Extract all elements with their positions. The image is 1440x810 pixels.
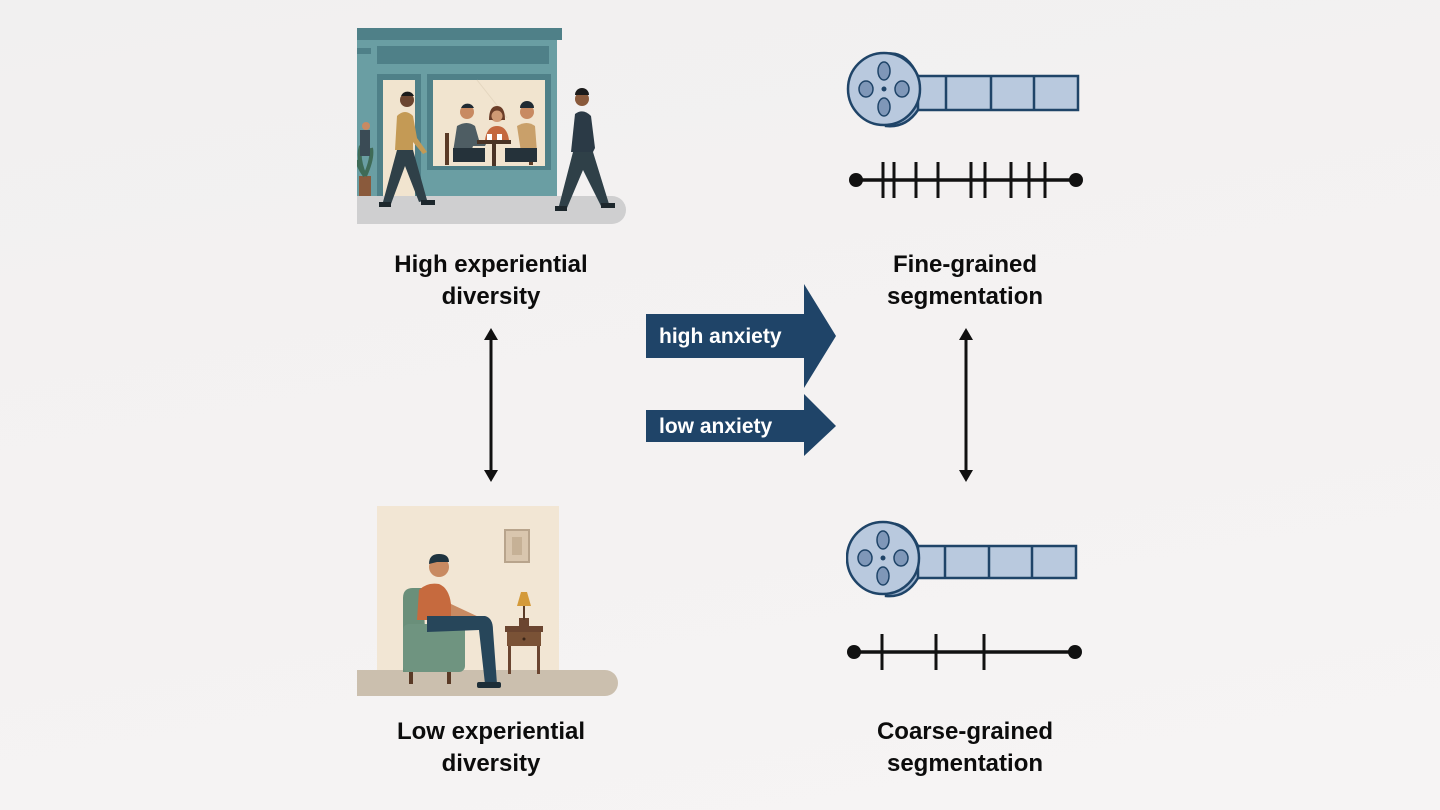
- side-table-lamp: [505, 592, 543, 674]
- walking-person-left: [379, 91, 435, 207]
- arrowhead-up-icon: [959, 328, 973, 340]
- timeline-end-dot: [1068, 645, 1082, 659]
- seated-person: [417, 554, 501, 688]
- low-anxiety-text: low anxiety: [659, 415, 773, 438]
- arrowhead-down-icon: [959, 470, 973, 482]
- high-diversity-label-line1: High experiential: [394, 251, 588, 278]
- plant-and-bystander: [357, 122, 374, 196]
- high-diversity-illustration: [357, 28, 626, 224]
- fine-timeline: [849, 162, 1083, 198]
- fine-grained-label: Fine-grained segmentation: [845, 249, 1085, 313]
- walking-person-right: [555, 88, 615, 211]
- low-diversity-label-line2: diversity: [441, 750, 541, 777]
- sidewalk: [357, 196, 626, 224]
- fine-grained-label-line1: Fine-grained: [892, 251, 1037, 278]
- high-anxiety-text: high anxiety: [659, 325, 782, 348]
- high-anxiety-arrow: high anxiety: [646, 284, 836, 388]
- high-diversity-label-line2: diversity: [441, 283, 541, 310]
- arrowhead-down-icon: [484, 470, 498, 482]
- cafe-people: [445, 101, 537, 166]
- high-diversity-label: High experiential diversity: [371, 249, 611, 313]
- coarse-grained-label: Coarse-grained segmentation: [845, 716, 1085, 780]
- coarse-grained-label-line2: segmentation: [886, 750, 1044, 777]
- film-reel-bottom: [846, 520, 1078, 598]
- low-diversity-illustration: [357, 506, 618, 696]
- fine-grained-label-line2: segmentation: [886, 283, 1044, 310]
- timeline-start-dot: [849, 173, 863, 187]
- low-diversity-label: Low experiential diversity: [371, 716, 611, 780]
- film-reel-icon: [846, 51, 1080, 128]
- wall-picture-frame: [504, 529, 530, 563]
- film-reel-icon: [846, 520, 1078, 598]
- right-double-arrow: [959, 328, 973, 482]
- arrowhead-up-icon: [484, 328, 498, 340]
- low-diversity-label-line1: Low experiential: [396, 718, 586, 745]
- left-double-arrow: [484, 328, 498, 482]
- timeline-start-dot: [847, 645, 861, 659]
- low-anxiety-arrow: low anxiety: [646, 394, 836, 456]
- coarse-timeline: [847, 634, 1082, 670]
- coarse-grained-label-line1: Coarse-grained: [876, 718, 1054, 745]
- timeline-end-dot: [1069, 173, 1083, 187]
- film-reel-top: [846, 51, 1080, 128]
